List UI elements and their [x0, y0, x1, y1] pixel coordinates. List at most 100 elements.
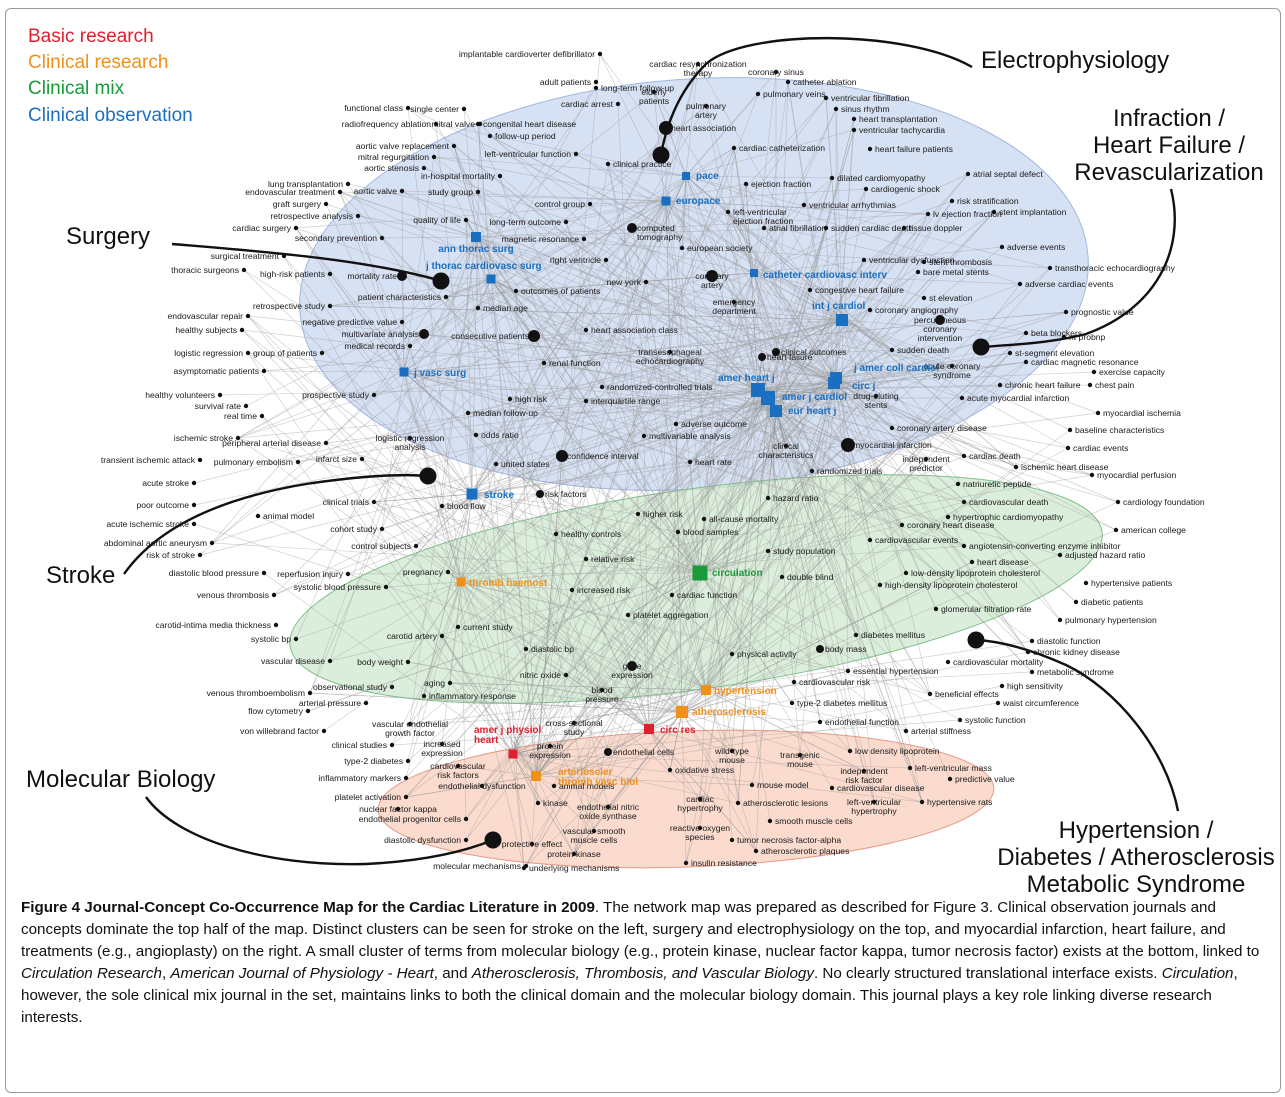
concept-label: body mass [825, 644, 867, 654]
concept-dot [255, 513, 261, 519]
callout-infraction-line [983, 188, 1176, 349]
edge-circulation [699, 361, 1027, 574]
edge-catheter-cardiovasc-interv [753, 272, 857, 636]
concept-node-quality-of-life: quality of life [413, 215, 469, 225]
edge-pace [685, 175, 875, 803]
edge-circulation [699, 501, 965, 574]
edge-catheter-cardiovasc-interv [753, 71, 777, 274]
concept-label: high risk [515, 394, 548, 404]
edge-amer-j-physiol-heart [481, 753, 514, 787]
concept-dot [749, 782, 755, 788]
edge-amer-j-physiol-heart [512, 147, 735, 755]
edge-amer-j-physiol-heart [512, 753, 575, 855]
edge-thromb-haemost [409, 581, 462, 725]
concept-node-stent-implantation: stent implantation [991, 207, 1067, 217]
cluster-label-electrophysiology: Electrophysiology [981, 47, 1170, 74]
edge-eur-heart-j [533, 335, 777, 412]
concept-label: transthoracic echocardiography [1055, 263, 1176, 273]
edge-int-j-cardiol [533, 319, 843, 337]
concept-dot [443, 294, 449, 300]
journal-label: ann thorac surg [438, 244, 514, 255]
edge-circulation [531, 572, 701, 845]
concept-label: cardiac events [1073, 443, 1128, 453]
edge-circulation [585, 558, 701, 574]
edge-circ-res [648, 651, 1029, 730]
concept-node-atherosclerotic-lesions: atherosclerotic lesions [735, 798, 828, 808]
concept-label: heart rate [695, 457, 732, 467]
concept-dot [729, 651, 735, 657]
edge-amer-j-cardiol [767, 397, 871, 541]
journal-label: amer j cardiol [782, 392, 847, 403]
concept-label: control group [535, 199, 585, 209]
journal-marker [486, 274, 496, 284]
concept-node-diastolic-dysfunction: diastolic dysfunction [384, 835, 469, 845]
concept-node-european-society: european society [679, 243, 753, 253]
legend-basic-research: Basic research [28, 26, 154, 47]
edge-circulation [699, 319, 941, 574]
concept-dot [407, 435, 413, 441]
edge-atherosclerosis [447, 571, 683, 713]
concept-dot [323, 440, 329, 446]
concept-dot [431, 154, 437, 160]
edge-amer-heart-j [589, 203, 759, 391]
concept-node-interquartile-range: interquartile range [583, 396, 660, 406]
edge-thromb-haemost [460, 329, 587, 583]
edge-arterioscler-thromb-vasc-biol [535, 53, 601, 777]
journal-label: heart [474, 735, 499, 746]
concept-node-healthy-volunteers: healthy volunteers [145, 390, 223, 400]
edge-atherosclerosis [681, 561, 973, 713]
concept-node-healthy-controls: healthy controls [553, 529, 621, 539]
edge-europace [665, 188, 867, 202]
edge-circulation [699, 483, 959, 574]
edge-atherosclerosis [607, 711, 683, 808]
legend-clinical-mix: Clinical mix [28, 78, 125, 99]
concept-node-diabetic-patients: diabetic patients [1073, 597, 1143, 607]
concept-label: clinical practice [613, 159, 671, 169]
edge-j-amer-coll-cardiol [775, 351, 837, 379]
concept-dot [945, 659, 951, 665]
edge-amer-j-physiol-heart [512, 753, 575, 855]
edge-stroke [471, 177, 833, 495]
concept-label: essential hypertension [853, 666, 939, 676]
edge-j-thorac-cardiovasc-surg [490, 278, 931, 695]
concept-node-endovascular-repair: endovascular repair [168, 311, 251, 321]
concept-label: endovascular treatment [245, 187, 335, 197]
edge-atherosclerosis [681, 648, 821, 713]
caption-text-5: , however, the sole clinical mix journal… [21, 965, 1238, 1026]
edge-circ-j [825, 227, 835, 384]
edge-ann-thorac-surg [475, 227, 827, 238]
edge-int-j-cardiol [643, 319, 843, 437]
concept-label: retrospective analysis [270, 211, 353, 221]
concept-node-endothelial-progenitor-cells: endothelial progenitor cells [359, 814, 469, 824]
edge-j-thorac-cardiovasc-surg [373, 278, 492, 503]
concept-node-cardiac-catheterization: cardiac catheterization [731, 143, 825, 153]
edge-int-j-cardiol [835, 108, 843, 321]
edge-circ-j [627, 382, 835, 616]
concept-node-lv-ejection-fraction: lv ejection fraction [925, 209, 1002, 219]
concept-label: glomerular filtration rate [941, 604, 1031, 614]
edge-j-vasc-surg [403, 371, 965, 547]
edge-int-j-cardiol [841, 211, 995, 321]
concept-dot [687, 459, 693, 465]
edge-pace [681, 175, 687, 249]
concept-label: endothelial dysfunction [438, 781, 526, 791]
edge-pace [435, 123, 687, 177]
concept-dot [695, 61, 701, 67]
concept-dot [399, 319, 405, 325]
edge-thromb-haemost [460, 581, 527, 650]
concept-node-hypertensive-rats: hypertensive rats [919, 797, 992, 807]
concept-node-risk-factors: risk factors [536, 489, 587, 499]
concept-label: stents [865, 400, 888, 410]
concept-node-coronary-angiography: coronary angiography [867, 305, 959, 315]
concept-label: stent implantation [999, 207, 1067, 217]
edge-catheter-cardiovasc-interv [409, 272, 755, 725]
edge-amer-heart-j [757, 389, 923, 803]
concept-dot [321, 728, 327, 734]
edge-ann-thorac-surg [401, 190, 477, 238]
concept-node-low-density-lipoprotein-cholesterol: low-density lipoprotein cholesterol [903, 568, 1040, 578]
concept-label: endothelial progenitor cells [359, 814, 461, 824]
edge-europace [273, 200, 667, 596]
concept-label: poor outcome [136, 500, 189, 510]
